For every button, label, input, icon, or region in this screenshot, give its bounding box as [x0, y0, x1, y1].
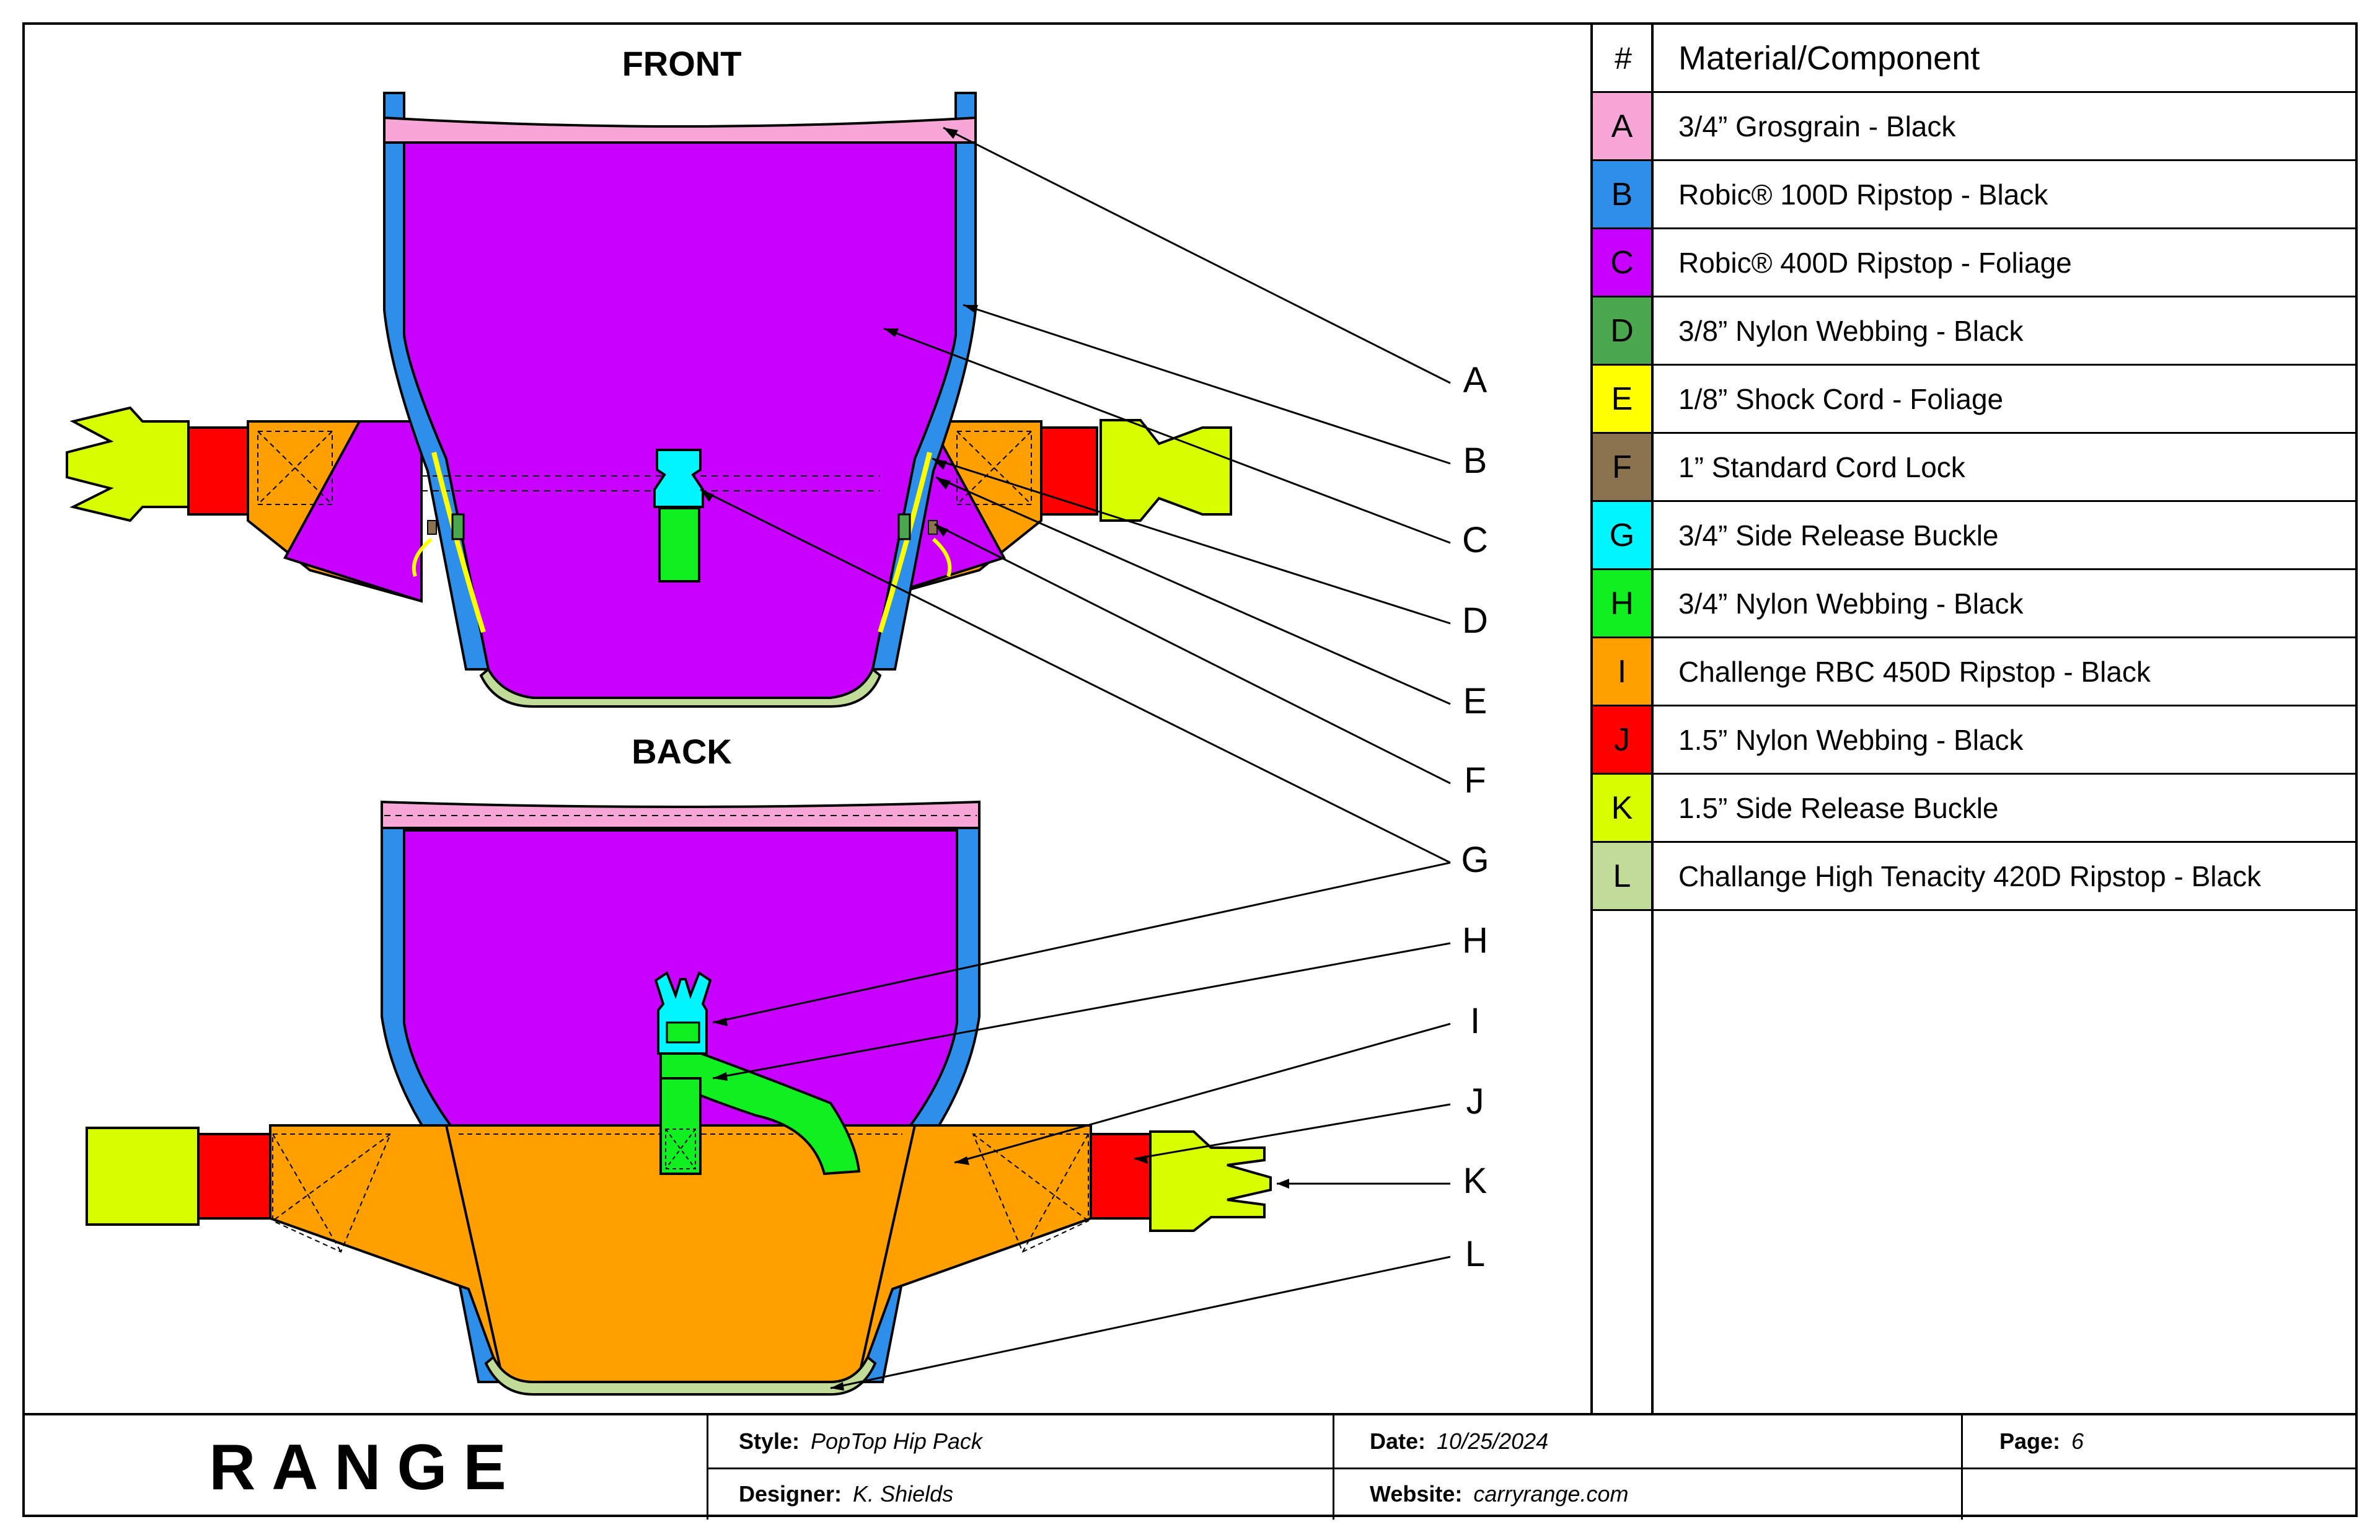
page-label: Page: [1999, 1428, 2061, 1454]
range-logo: RANGE [209, 1431, 522, 1503]
bill-of-materials: # Material/Component A 3/4” Grosgrain - B… [1590, 25, 2358, 1413]
page-value: 6 [2071, 1428, 2084, 1454]
back-left-buckle [86, 1127, 200, 1226]
bom-swatch-letter: K [1593, 775, 1654, 841]
date-label: Date: [1370, 1428, 1426, 1454]
bom-row-f: F 1” Standard Cord Lock [1593, 434, 2358, 502]
front-center-webbing [658, 507, 700, 583]
style-field: Style: PopTop Hip Pack [739, 1415, 982, 1467]
bom-swatch-letter: H [1593, 570, 1654, 636]
callout-l: L [1465, 1234, 1486, 1274]
bom-swatch-letter: F [1593, 434, 1654, 500]
bom-material-name: 3/4” Nylon Webbing - Black [1678, 587, 2024, 620]
callout-g: G [1461, 840, 1489, 880]
bom-material-name: Challange High Tenacity 420D Ripstop - B… [1678, 860, 2262, 892]
bom-material-name: 3/4” Side Release Buckle [1678, 519, 1999, 552]
callout-j: J [1466, 1081, 1484, 1122]
date-field: Date: 10/25/2024 [1370, 1415, 1548, 1467]
bom-header-num: # [1615, 40, 1632, 76]
bom-header-material: Material/Component [1678, 39, 1980, 77]
back-bottom-panel [484, 1355, 877, 1396]
front-view-title: FRONT [622, 44, 742, 83]
bom-row-j: J 1.5” Nylon Webbing - Black [1593, 706, 2358, 775]
back-strap-webbing [659, 1046, 861, 1176]
front-center-buckle [653, 449, 704, 508]
bom-material-name: 1/8” Shock Cord - Foliage [1678, 382, 2004, 415]
bom-row-c: C Robic® 400D Ripstop - Foliage [1593, 229, 2358, 297]
style-value: PopTop Hip Pack [811, 1428, 982, 1454]
hip-pack-illustration [66, 92, 1451, 1396]
callout-k: K [1463, 1161, 1488, 1201]
bom-row-g: G 3/4” Side Release Buckle [1593, 502, 2358, 570]
bom-swatch-letter: L [1593, 843, 1654, 909]
bom-material-name: Robic® 100D Ripstop - Black [1678, 178, 2048, 211]
designer-label: Designer: [739, 1481, 842, 1507]
bom-swatch-letter: D [1593, 297, 1654, 364]
callout-i: I [1470, 1001, 1481, 1041]
back-view-title: BACK [632, 732, 732, 771]
bom-header: # Material/Component [1593, 25, 2358, 93]
bom-row-k: K 1.5” Side Release Buckle [1593, 775, 2358, 843]
callout-d: D [1462, 601, 1488, 641]
bom-swatch-letter: E [1593, 366, 1654, 432]
bom-material-name: 1” Standard Cord Lock [1678, 451, 1965, 483]
callout-h: H [1462, 920, 1488, 961]
bom-row-i: I Challenge RBC 450D Ripstop - Black [1593, 638, 2358, 706]
page-field: Page: 6 [1999, 1415, 2084, 1467]
bom-swatch-letter: J [1593, 706, 1654, 773]
website-value: carryrange.com [1473, 1481, 1629, 1507]
back-right-webbing [1090, 1133, 1152, 1220]
bom-row-h: H 3/4” Nylon Webbing - Black [1593, 570, 2358, 638]
callout-a: A [1463, 360, 1488, 400]
bom-row-d: D 3/8” Nylon Webbing - Black [1593, 297, 2358, 366]
website-field: Website: carryrange.com [1370, 1469, 1628, 1520]
bom-row-a: A 3/4” Grosgrain - Black [1593, 93, 2358, 161]
front-view [66, 92, 1232, 708]
bom-swatch-letter: B [1593, 161, 1654, 227]
bom-material-name: Challenge RBC 450D Ripstop - Black [1678, 655, 2151, 688]
bom-material-name: 3/8” Nylon Webbing - Black [1678, 314, 2024, 347]
callout-e: E [1463, 681, 1488, 721]
bom-row-l: L Challange High Tenacity 420D Ripstop - … [1593, 843, 2358, 911]
bom-row-e: E 1/8” Shock Cord - Foliage [1593, 366, 2358, 434]
bom-material-name: Robic® 400D Ripstop - Foliage [1678, 246, 2072, 279]
back-left-webbing [197, 1133, 274, 1220]
callout-f: F [1464, 760, 1486, 801]
callout-arrowheads [700, 128, 1289, 1391]
callout-leaders [700, 126, 1451, 1389]
front-bottom-panel [479, 667, 882, 708]
callout-c: C [1462, 520, 1488, 560]
designer-value: K. Shields [853, 1481, 954, 1507]
back-right-buckle [1149, 1130, 1272, 1232]
spec-sheet: FRONT BACK [22, 22, 2358, 1520]
bom-swatch-letter: G [1593, 502, 1654, 568]
style-label: Style: [739, 1428, 800, 1454]
bom-material-name: 3/4” Grosgrain - Black [1678, 110, 1956, 143]
designer-field: Designer: K. Shields [739, 1469, 953, 1520]
front-main-body [403, 141, 957, 699]
bom-row-b: B Robic® 100D Ripstop - Black [1593, 161, 2358, 229]
drawing-area: FRONT BACK [25, 25, 1587, 1413]
bom-material-name: 1.5” Nylon Webbing - Black [1678, 723, 2024, 756]
bom-swatch-letter: C [1593, 229, 1654, 296]
bom-swatch-letter: I [1593, 638, 1654, 705]
front-left-wing-panel [283, 420, 423, 603]
website-label: Website: [1370, 1481, 1463, 1507]
front-grosgrain [383, 116, 977, 144]
title-block: RANGE Style: PopTop Hip Pack Designer: K… [25, 1413, 2355, 1520]
back-view [86, 800, 1272, 1396]
callout-b: B [1463, 441, 1488, 481]
front-left-buckle [66, 406, 190, 522]
bom-swatch-letter: A [1593, 93, 1654, 159]
bom-material-name: 1.5” Side Release Buckle [1678, 791, 1999, 824]
date-value: 10/25/2024 [1437, 1428, 1549, 1454]
